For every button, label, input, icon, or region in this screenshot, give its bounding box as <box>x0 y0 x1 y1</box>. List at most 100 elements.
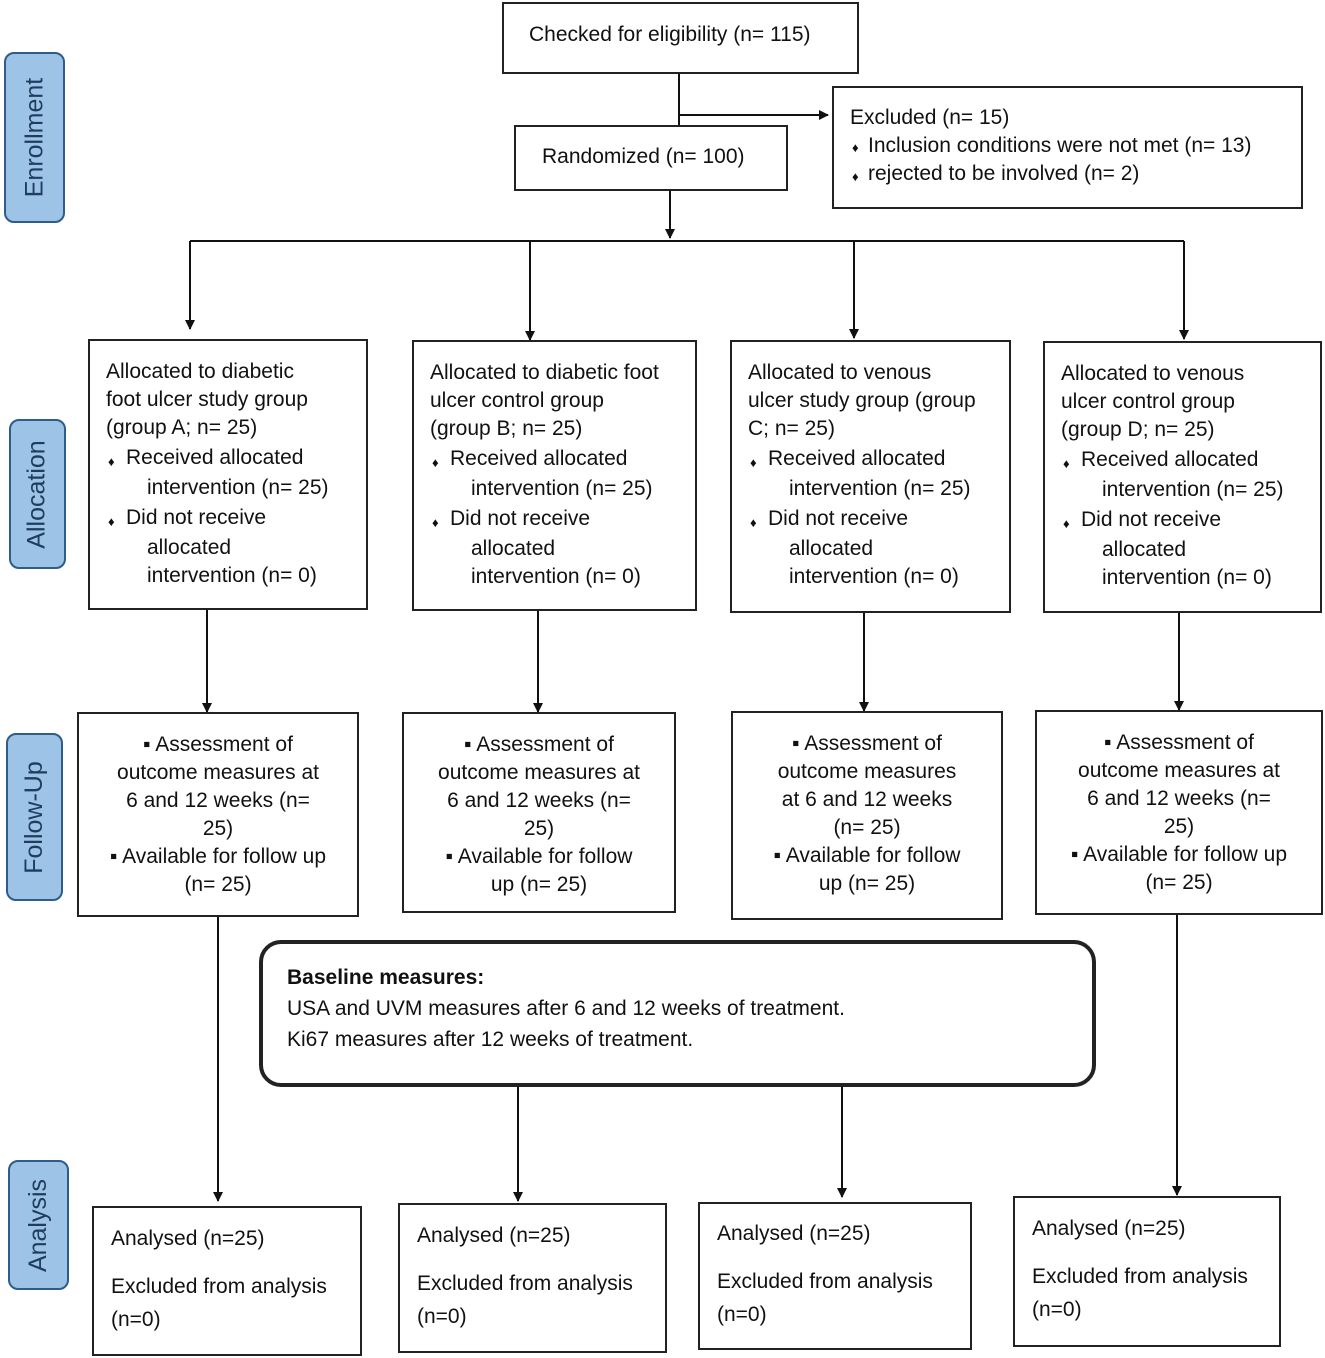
diamond-bullet-icon: ♦ <box>432 515 439 530</box>
assess-c-4: (n= 25) <box>833 816 901 839</box>
not-received-value-b: intervention (n= 0) <box>471 565 641 588</box>
received-label-d: Received allocated <box>1081 448 1259 471</box>
not-received-label-d: Did not receive <box>1081 508 1222 531</box>
not-received-mid-c: allocated <box>789 537 874 560</box>
assess-a-4: 25) <box>202 817 234 840</box>
allocation-head-d-1: Allocated to venous <box>1061 362 1245 385</box>
eligibility-box: Checked for eligibility (n= 115) <box>502 2 859 74</box>
not-received-mid-a: allocated <box>147 536 232 559</box>
not-received-value-c: intervention (n= 0) <box>789 565 959 588</box>
received-label-a: Received allocated <box>126 446 304 469</box>
allocation-box-group-c: Allocated to venous ulcer study group (g… <box>730 340 1011 613</box>
allocation-head-a-2: foot ulcer study group <box>106 388 308 411</box>
assess-b-1: Assessment of <box>476 733 614 756</box>
randomized-box: Randomized (n= 100) <box>514 125 788 191</box>
not-received-value-d: intervention (n= 0) <box>1102 566 1272 589</box>
excluded-analysis-label-a: Excluded from analysis <box>111 1275 327 1298</box>
assess-c-1: Assessment of <box>804 732 942 755</box>
received-value-c: intervention (n= 25) <box>789 477 971 500</box>
allocation-head-b-3: (group B; n= 25) <box>430 417 583 440</box>
stage-label-enrollment: Enrollment <box>4 52 65 223</box>
assess-a-3: 6 and 12 weeks (n= <box>126 789 310 812</box>
diamond-bullet-icon: ♦ <box>750 515 757 530</box>
diamond-bullet-icon: ♦ <box>1063 456 1070 471</box>
square-bullet-icon: ▪ <box>773 844 786 867</box>
not-received-label-a: Did not receive <box>126 506 267 529</box>
assessment-item-c: ▪ Assessment of <box>733 730 1001 758</box>
allocation-head-d-3: (group D; n= 25) <box>1061 418 1215 441</box>
square-bullet-icon: ▪ <box>143 733 156 756</box>
avail-c-1: Available for follow <box>785 844 961 867</box>
assessment-item-a: ▪ Assessment of <box>79 731 357 759</box>
diamond-bullet-icon: ♦ <box>432 455 439 470</box>
excluded-analysis-value-c: (n=0) <box>717 1303 767 1326</box>
diamond-bullet-icon: ♦ <box>750 455 757 470</box>
excluded-analysis-label-d: Excluded from analysis <box>1032 1265 1248 1288</box>
excluded-analysis-label-c: Excluded from analysis <box>717 1270 933 1293</box>
diamond-bullet-icon: ♦ <box>108 454 115 469</box>
allocation-head-c-1: Allocated to venous <box>748 361 932 384</box>
allocation-head-a-1: Allocated to diabetic <box>106 360 294 383</box>
not-received-value-a: intervention (n= 0) <box>147 564 317 587</box>
assess-a-2: outcome measures at <box>117 761 319 784</box>
not-received-label-c: Did not receive <box>768 507 909 530</box>
baseline-measures-box: Baseline measures: USA and UVM measures … <box>259 940 1096 1087</box>
assess-d-4: 25) <box>1163 815 1195 838</box>
analysis-box-group-a: Analysed (n=25) Excluded from analysis (… <box>92 1206 362 1356</box>
assess-b-2: outcome measures at <box>438 761 640 784</box>
excluded-reason-2: rejected to be involved (n= 2) <box>868 162 1140 185</box>
availability-item-d: ▪ Available for follow up <box>1037 841 1321 869</box>
assess-c-2: outcome measures <box>777 760 957 783</box>
square-bullet-icon: ▪ <box>1104 731 1117 754</box>
assessment-item-d: ▪ Assessment of <box>1037 729 1321 757</box>
excluded-analysis-label-b: Excluded from analysis <box>417 1272 633 1295</box>
square-bullet-icon: ▪ <box>109 845 123 868</box>
availability-item-a: ▪ Available for follow up <box>79 843 357 871</box>
followup-box-group-a: ▪ Assessment of outcome measures at 6 an… <box>77 712 359 917</box>
randomized-text: Randomized (n= 100) <box>542 145 745 168</box>
assess-d-2: outcome measures at <box>1078 759 1280 782</box>
square-bullet-icon: ▪ <box>445 845 458 868</box>
analysed-a: Analysed (n=25) <box>111 1227 265 1250</box>
square-bullet-icon: ▪ <box>1070 843 1084 866</box>
baseline-line-2: Ki67 measures after 12 weeks of treatmen… <box>287 1028 694 1051</box>
received-label-c: Received allocated <box>768 447 946 470</box>
followup-box-group-c: ▪ Assessment of outcome measures at 6 an… <box>731 711 1003 920</box>
received-value-d: intervention (n= 25) <box>1102 478 1284 501</box>
assess-a-1: Assessment of <box>155 733 293 756</box>
allocation-head-c-3: C; n= 25) <box>748 417 835 440</box>
not-received-mid-b: allocated <box>471 537 556 560</box>
allocation-box-group-a: Allocated to diabetic foot ulcer study g… <box>88 339 368 610</box>
excluded-analysis-value-d: (n=0) <box>1032 1298 1082 1321</box>
diamond-bullet-icon: ♦ <box>1063 516 1070 531</box>
eligibility-text: Checked for eligibility (n= 115) <box>529 23 811 46</box>
analysed-d: Analysed (n=25) <box>1032 1217 1186 1240</box>
avail-a-2: (n= 25) <box>184 873 252 896</box>
stage-label-analysis: Analysis <box>8 1160 69 1290</box>
excluded-reason-1: Inclusion conditions were not met (n= 13… <box>868 134 1252 157</box>
avail-b-1: Available for follow <box>457 845 633 868</box>
not-received-mid-d: allocated <box>1102 538 1187 561</box>
avail-d-1: Available for follow up <box>1083 843 1288 866</box>
allocation-head-c-2: ulcer study group (group <box>748 389 976 412</box>
diamond-bullet-icon: ♦ <box>852 169 859 184</box>
received-value-a: intervention (n= 25) <box>147 476 329 499</box>
avail-a-1: Available for follow up <box>122 845 327 868</box>
not-received-label-b: Did not receive <box>450 507 591 530</box>
assess-b-4: 25) <box>523 817 555 840</box>
diamond-bullet-icon: ♦ <box>852 140 859 155</box>
assess-d-1: Assessment of <box>1116 731 1254 754</box>
square-bullet-icon: ▪ <box>464 733 477 756</box>
followup-box-group-d: ▪ Assessment of outcome measures at 6 an… <box>1035 710 1323 915</box>
excluded-box: Excluded (n= 15) ♦ Inclusion conditions … <box>832 86 1303 209</box>
followup-box-group-b: ▪ Assessment of outcome measures at 6 an… <box>402 712 676 913</box>
diamond-bullet-icon: ♦ <box>108 514 115 529</box>
stage-label-followup: Follow-Up <box>6 733 63 901</box>
allocation-box-group-d: Allocated to venous ulcer control group … <box>1043 341 1322 613</box>
allocation-head-a-3: (group A; n= 25) <box>106 416 258 439</box>
excluded-analysis-value-b: (n=0) <box>417 1305 467 1328</box>
analysis-box-group-b: Analysed (n=25) Excluded from analysis (… <box>398 1203 667 1353</box>
availability-item-b: ▪ Available for follow <box>404 843 674 871</box>
allocation-head-d-2: ulcer control group <box>1061 390 1235 413</box>
